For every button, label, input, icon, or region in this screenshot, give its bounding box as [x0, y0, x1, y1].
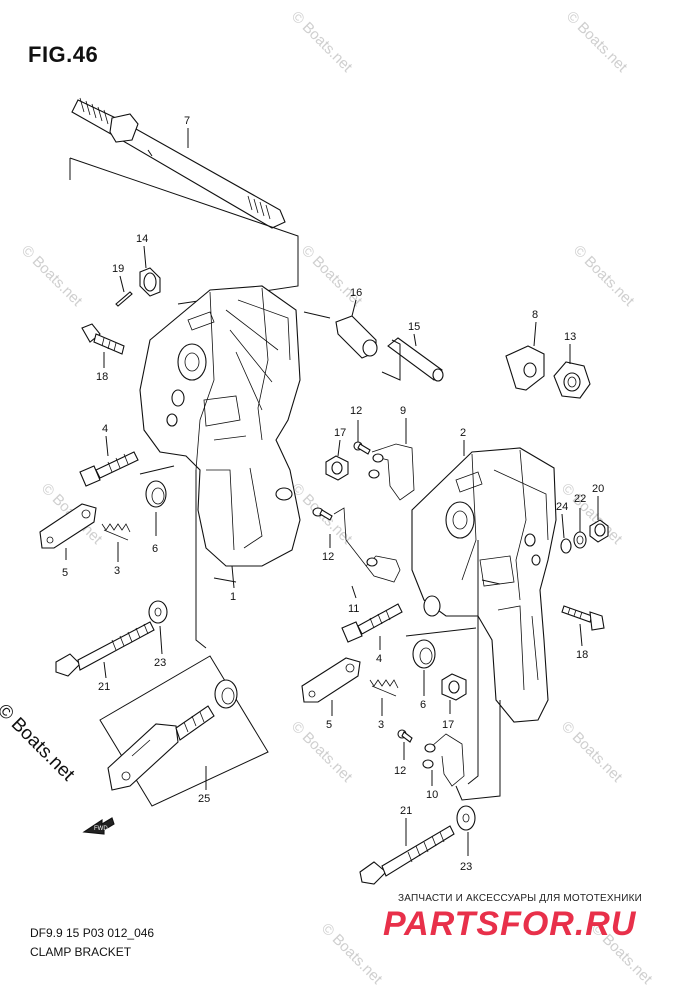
callout-21: 21	[98, 681, 110, 693]
washer-part	[148, 600, 168, 624]
callout-20: 20	[592, 483, 604, 495]
callout-2: 2	[460, 427, 466, 439]
callout-21: 21	[400, 805, 412, 817]
callout-13: 13	[564, 331, 576, 343]
bushing-part	[139, 267, 161, 297]
ring-part	[573, 531, 587, 549]
spring-part	[369, 679, 399, 697]
callout-1: 1	[230, 591, 236, 603]
fwd-label: FWD	[94, 826, 108, 832]
callout-17: 17	[442, 719, 454, 731]
washer-part	[560, 538, 572, 554]
callout-7: 7	[184, 115, 190, 127]
plate-part	[505, 345, 545, 391]
callout-25: 25	[198, 793, 210, 805]
callout-16: 16	[350, 287, 362, 299]
callout-3: 3	[378, 719, 384, 731]
callout-22: 22	[574, 493, 586, 505]
callout-14: 14	[136, 233, 148, 245]
clamp-screw-assembly	[99, 655, 269, 807]
bolt-part	[81, 323, 125, 355]
wire-part	[312, 507, 401, 583]
callout-12: 12	[394, 765, 406, 777]
forward-arrow-icon: FWD	[82, 817, 115, 835]
bolt-part	[55, 621, 155, 677]
clamp-bracket-right	[411, 447, 557, 723]
callout-18: 18	[96, 371, 108, 383]
figure-code: DF9.9 15 P03 012_046	[30, 926, 155, 940]
disc-part	[145, 480, 167, 508]
screw-part	[353, 441, 371, 455]
callout-8: 8	[532, 309, 538, 321]
callout-23: 23	[460, 861, 472, 873]
callout-19: 19	[112, 263, 124, 275]
callout-5: 5	[326, 719, 332, 731]
clamp-arm-part	[39, 503, 97, 549]
stud-part	[341, 603, 403, 643]
wire-part	[422, 733, 465, 787]
bolt-part	[561, 605, 605, 631]
bolt-part	[359, 825, 455, 885]
bushing-part	[589, 519, 609, 543]
callout-6: 6	[420, 699, 426, 711]
figure-title: FIG.46	[28, 42, 99, 67]
callout-24: 24	[556, 501, 568, 513]
callout-11: 11	[348, 603, 359, 615]
wire-part	[368, 443, 415, 501]
callout-3: 3	[114, 565, 120, 577]
rod-part	[387, 337, 444, 382]
shop-tagline: ЗАПЧАСТИ И АКСЕССУАРЫ ДЛЯ МОТОТЕХНИКИ	[398, 893, 643, 904]
callout-9: 9	[400, 405, 406, 417]
pin-part	[115, 291, 133, 307]
callout-4: 4	[376, 653, 382, 665]
callout-6: 6	[152, 543, 158, 555]
leader-bracket	[69, 157, 299, 305]
figure-caption: CLAMP BRACKET	[30, 945, 132, 959]
callout-15: 15	[408, 321, 420, 333]
callout-4: 4	[102, 423, 108, 435]
callout-10: 10	[426, 789, 438, 801]
sleeve-part	[325, 455, 349, 481]
callout-18: 18	[576, 649, 588, 661]
stud-part	[79, 451, 139, 487]
callout-23: 23	[154, 657, 166, 669]
sleeve-part	[335, 315, 378, 359]
shop-brand-logo: PARTSFOR.RU	[383, 905, 637, 943]
spring-part	[101, 523, 131, 541]
callout-17: 17	[334, 427, 346, 439]
clamp-arm-part	[301, 657, 361, 703]
callout-12: 12	[322, 551, 334, 563]
sleeve-part	[441, 673, 467, 701]
callout-12: 12	[350, 405, 362, 417]
clamp-bracket-left	[139, 285, 301, 567]
nut-part	[553, 361, 591, 399]
screw-part	[397, 729, 413, 743]
tilt-shaft-part	[71, 97, 286, 229]
disc-part	[412, 639, 436, 669]
washer-part	[456, 805, 476, 831]
callout-5: 5	[62, 567, 68, 579]
